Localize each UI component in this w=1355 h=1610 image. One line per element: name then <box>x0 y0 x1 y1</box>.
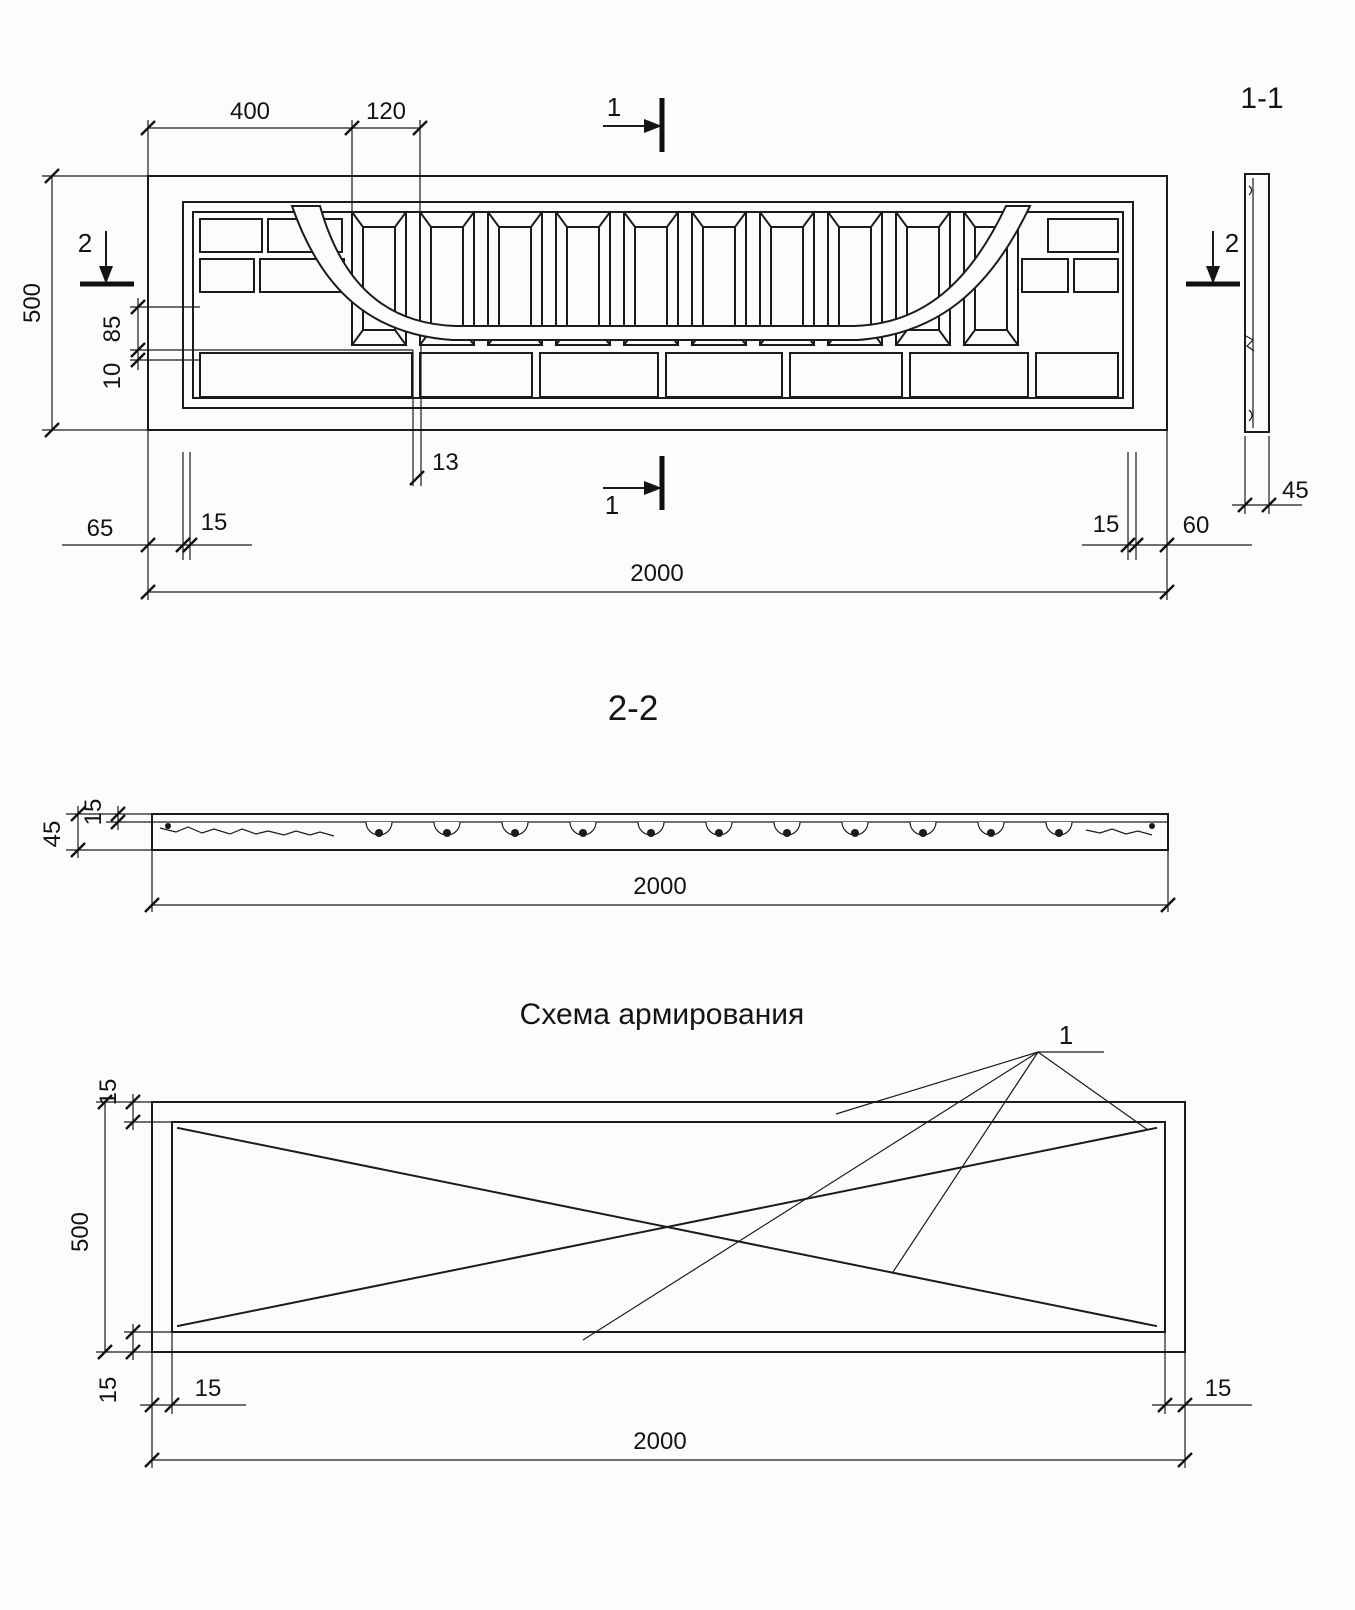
section-2-right-label: 2 <box>1225 228 1239 258</box>
reinf-dim-15-bottom-label: 15 <box>95 1377 122 1404</box>
dim-2000-plan-label: 2000 <box>630 560 683 587</box>
section-1-bottom-label: 1 <box>605 490 619 520</box>
reinf-dim-500-label: 500 <box>67 1212 94 1252</box>
relief-profile-right <box>1085 828 1153 836</box>
section-2-2: 2-2 <box>39 689 1176 913</box>
dim-85-label: 85 <box>99 316 126 343</box>
swag-band <box>290 205 1032 341</box>
dim-400-label: 400 <box>230 98 270 125</box>
dim-13-label: 13 <box>432 449 459 476</box>
reinf-dim-15-bl-label: 15 <box>195 1375 222 1402</box>
dim-10-label: 10 <box>99 363 126 390</box>
dim-120-label: 120 <box>366 98 406 125</box>
rib-sections <box>365 821 1073 838</box>
section-1-top-label: 1 <box>607 92 621 122</box>
dim-15-left-label: 15 <box>201 509 228 536</box>
relief-profile-left <box>159 826 335 837</box>
plan-dimensions: 400 120 500 85 10 13 <box>19 98 1252 600</box>
reinforcement-bars <box>176 1126 1158 1328</box>
brick-row-bottom <box>199 352 1119 398</box>
side-view-dim-45-label: 45 <box>1282 477 1309 504</box>
reinforcement-title: Схема армирования <box>520 998 805 1031</box>
side-view-1-1: 1-1 45 <box>1232 82 1309 514</box>
reinf-dim-2000-label: 2000 <box>633 1428 686 1455</box>
section-2-2-dim-15-label: 15 <box>80 799 107 826</box>
section-marks: 1 1 2 2 <box>78 92 1240 520</box>
section-2-left-label: 2 <box>78 228 92 258</box>
brick-pattern-right <box>1021 218 1119 293</box>
section-2-2-title: 2-2 <box>608 689 659 728</box>
dim-65-label: 65 <box>87 515 114 542</box>
reinforcement-scheme: Схема армирования 1 <box>67 998 1252 1468</box>
reinf-dim-15-br-label: 15 <box>1205 1375 1232 1402</box>
side-view-title: 1-1 <box>1240 82 1283 115</box>
dim-15-right-label: 15 <box>1093 511 1120 538</box>
section-2-2-dim-45-label: 45 <box>39 821 66 848</box>
section-2-2-dim-2000-label: 2000 <box>633 873 686 900</box>
plan-view <box>147 175 1168 431</box>
dim-60-label: 60 <box>1183 512 1210 539</box>
dim-500-label: 500 <box>19 283 46 323</box>
reinf-dim-15-top-label: 15 <box>95 1079 122 1106</box>
callout-leaders <box>582 1051 1149 1341</box>
callout-1-label: 1 <box>1059 1020 1073 1050</box>
